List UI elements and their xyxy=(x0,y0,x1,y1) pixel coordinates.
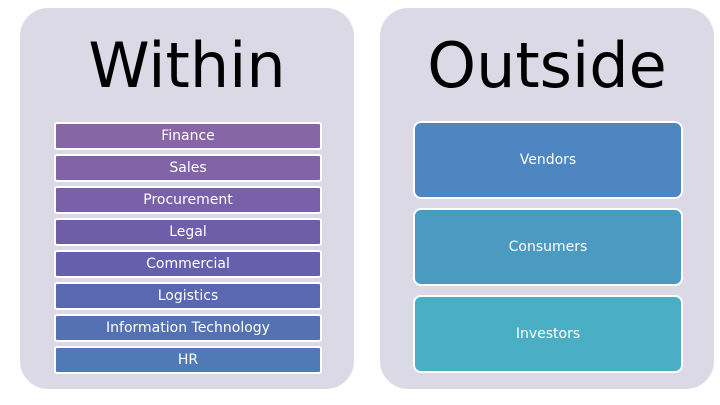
within-item-commercial: Commercial xyxy=(54,250,322,278)
within-item-information-technology: Information Technology xyxy=(54,314,322,342)
within-item-legal: Legal xyxy=(54,218,322,246)
outside-title: Outside xyxy=(427,29,667,102)
within-item-finance: Finance xyxy=(54,122,322,150)
outside-panel: Outside Vendors Consumers Investors xyxy=(380,8,714,389)
outside-item-investors: Investors xyxy=(413,295,683,373)
within-item-sales: Sales xyxy=(54,154,322,182)
within-item-hr: HR xyxy=(54,346,322,374)
within-item-procurement: Procurement xyxy=(54,186,322,214)
within-title: Within xyxy=(88,29,286,102)
outside-item-vendors: Vendors xyxy=(413,121,683,199)
within-panel: Within Finance Sales Procurement Legal C… xyxy=(20,8,354,389)
within-item-logistics: Logistics xyxy=(54,282,322,310)
outside-item-consumers: Consumers xyxy=(413,208,683,286)
